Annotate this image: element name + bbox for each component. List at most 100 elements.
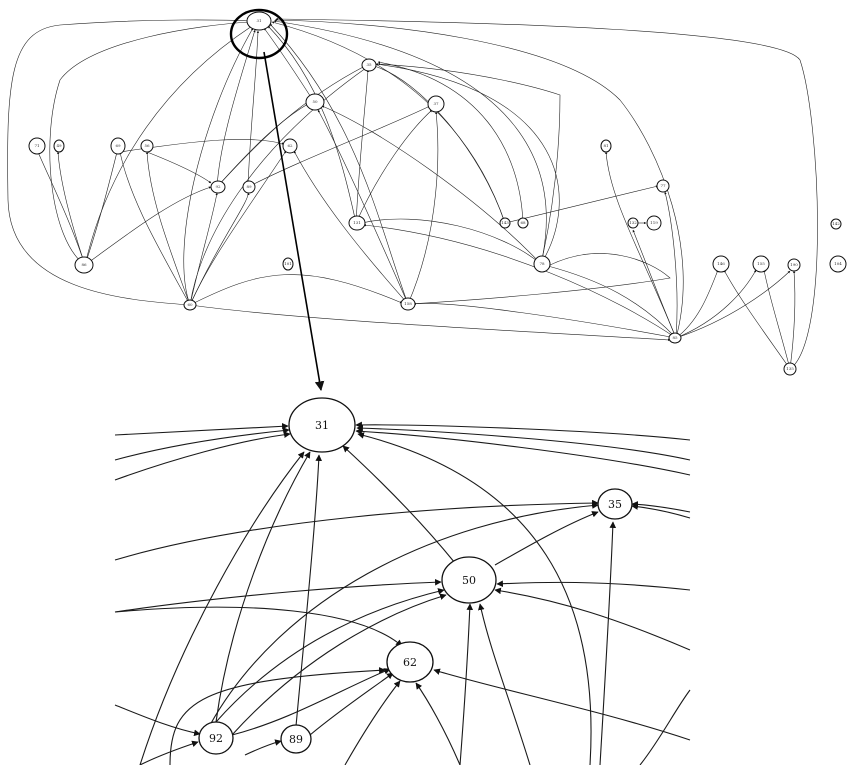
edge xyxy=(675,270,791,339)
edge xyxy=(356,424,691,461)
edge xyxy=(377,62,561,265)
overview-nodes: 31 35 50 37 62 92 89 69 56 71 49 86 60 1… xyxy=(28,11,847,376)
node-158-small: 158 xyxy=(400,297,416,311)
svg-text:78: 78 xyxy=(539,261,545,266)
edge xyxy=(459,603,474,765)
svg-text:104: 104 xyxy=(834,261,842,266)
edge xyxy=(361,218,542,265)
edge xyxy=(263,27,315,103)
edge xyxy=(189,192,250,306)
edge xyxy=(216,103,309,188)
svg-text:35: 35 xyxy=(366,62,372,67)
edge xyxy=(355,428,691,476)
svg-text:131: 131 xyxy=(353,220,361,225)
edge xyxy=(84,151,118,266)
edge xyxy=(247,30,260,188)
edge xyxy=(723,269,791,370)
node-77-small: 77 xyxy=(656,179,670,193)
node-60-small: 60 xyxy=(183,299,197,311)
edge xyxy=(433,668,691,741)
node-50: 50 xyxy=(441,556,497,604)
node-92: 92 xyxy=(198,721,234,755)
node-131-small: 131 xyxy=(348,215,366,231)
edge xyxy=(231,593,447,736)
edge xyxy=(415,682,461,765)
svg-text:35: 35 xyxy=(608,498,622,511)
node-31-small: 31 xyxy=(246,11,272,31)
svg-text:37: 37 xyxy=(433,101,439,106)
svg-text:62: 62 xyxy=(403,656,417,669)
node-37-small: 37 xyxy=(427,95,445,113)
edge xyxy=(407,253,671,305)
edge xyxy=(355,69,370,224)
edge xyxy=(271,21,506,224)
edge xyxy=(267,25,357,224)
edge xyxy=(375,63,560,265)
edge xyxy=(377,61,524,224)
svg-text:142: 142 xyxy=(832,221,840,226)
node-68-small: 68 xyxy=(517,217,529,229)
edge xyxy=(49,20,251,266)
node-71-small: 71 xyxy=(28,137,46,155)
svg-text:190: 190 xyxy=(790,262,798,267)
node-69-small: 69 xyxy=(110,137,126,155)
svg-text:146: 146 xyxy=(717,261,725,266)
edge xyxy=(84,25,253,266)
node-89: 89 xyxy=(280,724,312,754)
edge xyxy=(119,151,191,306)
edge xyxy=(84,186,212,266)
edge xyxy=(344,680,401,765)
svg-text:92: 92 xyxy=(215,184,221,189)
svg-text:119: 119 xyxy=(650,220,658,225)
svg-text:85: 85 xyxy=(672,335,678,340)
svg-text:77: 77 xyxy=(660,183,666,188)
edge xyxy=(275,17,818,370)
edge xyxy=(114,431,291,481)
node-89-small: 89 xyxy=(242,180,256,194)
svg-text:101: 101 xyxy=(284,261,292,266)
edge xyxy=(114,422,289,436)
edge xyxy=(269,23,409,305)
node-135-small: 135 xyxy=(783,362,797,376)
svg-text:49: 49 xyxy=(56,143,62,148)
edge xyxy=(146,151,212,184)
svg-text:50: 50 xyxy=(462,574,476,587)
node-190-small: 190 xyxy=(787,258,801,272)
svg-text:89: 89 xyxy=(246,184,252,189)
edge xyxy=(504,185,659,224)
node-92-small: 92 xyxy=(210,180,226,194)
zoom-arrow xyxy=(263,51,325,391)
node-50-small: 50 xyxy=(305,93,325,111)
svg-text:50: 50 xyxy=(312,99,318,104)
edge xyxy=(342,445,456,564)
node-146-small: 146 xyxy=(712,255,730,273)
edge xyxy=(675,269,719,339)
svg-text:56: 56 xyxy=(144,143,150,148)
svg-text:69: 69 xyxy=(115,143,121,148)
svg-text:155: 155 xyxy=(757,261,765,266)
edge xyxy=(216,29,256,188)
edge xyxy=(789,270,796,370)
edge xyxy=(244,739,282,756)
node-155-small: 155 xyxy=(752,255,770,273)
edge xyxy=(604,151,677,339)
edge xyxy=(145,151,191,306)
edge xyxy=(664,191,678,339)
zoom-graph: 31 35 50 62 92 89 xyxy=(114,397,691,765)
node-35: 35 xyxy=(597,488,633,520)
edge xyxy=(215,588,445,723)
zoom-edges xyxy=(114,421,691,765)
edge xyxy=(496,580,691,591)
edge xyxy=(321,105,542,265)
edge xyxy=(37,151,86,266)
overview-graph: 31 35 50 37 62 92 89 69 56 71 49 86 60 1… xyxy=(7,8,847,376)
node-85-small: 85 xyxy=(668,332,682,344)
edge xyxy=(231,668,391,736)
edge xyxy=(295,454,323,727)
edge xyxy=(169,667,386,765)
svg-text:92: 92 xyxy=(209,732,223,745)
node-143-small: 143 xyxy=(499,217,511,229)
node-62-small: 62 xyxy=(282,138,298,154)
edge xyxy=(632,229,677,339)
